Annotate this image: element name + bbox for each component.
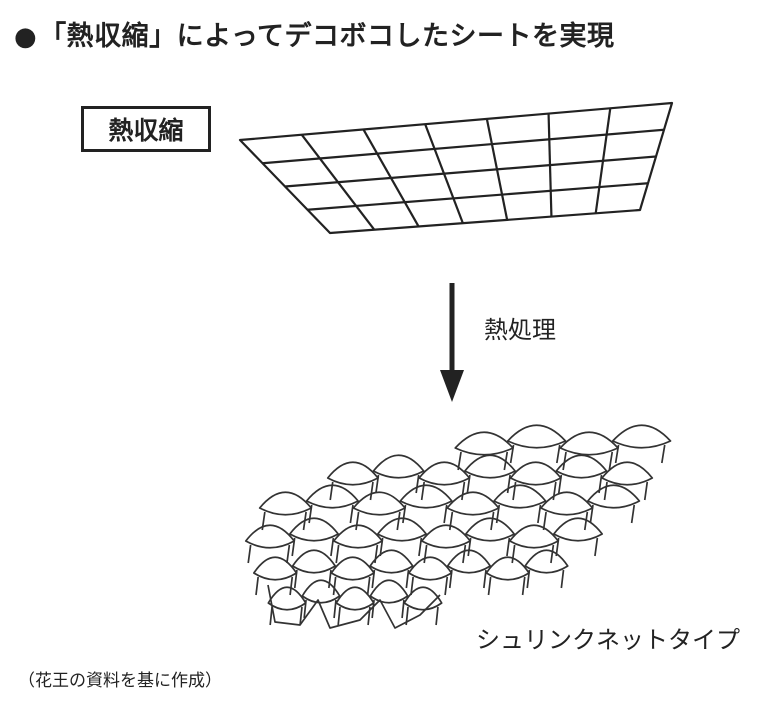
net-cell [288,517,340,542]
net-fold [423,544,467,564]
net-cell [408,556,453,581]
net-cell [493,484,547,509]
net-cell [244,524,296,549]
grid-line-horizontal [284,155,657,188]
net-fold [261,511,307,531]
net-fold [509,444,561,464]
net-cell [369,549,414,574]
net-cell [524,549,569,574]
net-fold [410,576,449,596]
net-fold [355,511,401,531]
net-cell [446,549,492,574]
net-fold [562,451,614,471]
net-cell [420,524,472,549]
net-cell [555,454,608,479]
net-fold [511,544,555,564]
net-cell [464,517,516,542]
net-fold [375,474,420,494]
grid-outline [238,101,674,235]
net-cell [372,454,425,479]
net-fold [542,511,589,531]
net-fold [589,504,636,524]
net-fold [526,569,565,589]
page-title: ●「熱収縮」によってデコボコしたシートを実現 [14,14,615,53]
net-fold [420,481,466,501]
net-cell [332,524,384,549]
down-arrow-icon [440,283,464,402]
net-cell [291,549,337,574]
net-cell [418,461,471,486]
net-cell [509,461,562,486]
net-cell [376,517,428,542]
shrink-label-box: 熱収縮 [81,106,211,152]
net-cell [326,461,379,486]
grid-line-horizontal [262,128,665,165]
title-text: 「熱収縮」によってデコボコしたシートを実現 [39,21,615,52]
net-cell [305,484,359,509]
net-fold [557,474,603,494]
grid-line-horizontal [307,182,649,211]
net-cell [485,556,530,581]
net-cell [508,524,560,549]
net-fold [335,544,379,564]
net-fold [247,544,291,564]
shrink-net-type-label: シュリンクネットタイプ [476,626,740,654]
net-cell [369,579,409,604]
net-fold [495,504,542,524]
net-fold [457,451,509,471]
net-cell [601,461,654,486]
net-cell [352,491,406,516]
net-cell [301,579,341,604]
net-cell [403,586,443,611]
net-cell [540,491,594,516]
net-cell [258,491,313,516]
net-fold [512,481,557,501]
net-cell [586,484,641,509]
net-cell [506,424,567,449]
flat-grid-sheet [238,101,674,235]
shrink-label: 熱収縮 [108,116,184,145]
net-cell [267,586,307,611]
net-cell [454,431,514,456]
heat-treatment-label: 熱処理 [484,316,556,344]
net-cell [559,431,619,456]
net-cell [330,556,375,581]
net-fold [329,481,374,501]
grid-lines [262,108,665,231]
net-cell [611,424,672,449]
net-fold [402,504,448,524]
net-cell [552,517,604,542]
net-fold [487,576,526,596]
net-fold [603,481,649,501]
net-cell [253,556,298,581]
bullet-icon: ● [14,22,38,52]
net-cell [399,484,453,509]
net-fold [448,511,495,531]
net-fold [269,606,303,626]
net-fold [308,504,354,524]
source-note: （花王の資料を基に作成） [18,671,222,691]
net-front-edge [267,584,441,629]
net-fold [255,576,294,596]
net-fold [614,444,666,464]
net-fold [555,537,599,557]
net-cell [446,491,500,516]
shrink-net-sheet [244,424,672,629]
net-cell [464,454,516,479]
net-fold [332,576,371,596]
net-fold [466,474,511,494]
